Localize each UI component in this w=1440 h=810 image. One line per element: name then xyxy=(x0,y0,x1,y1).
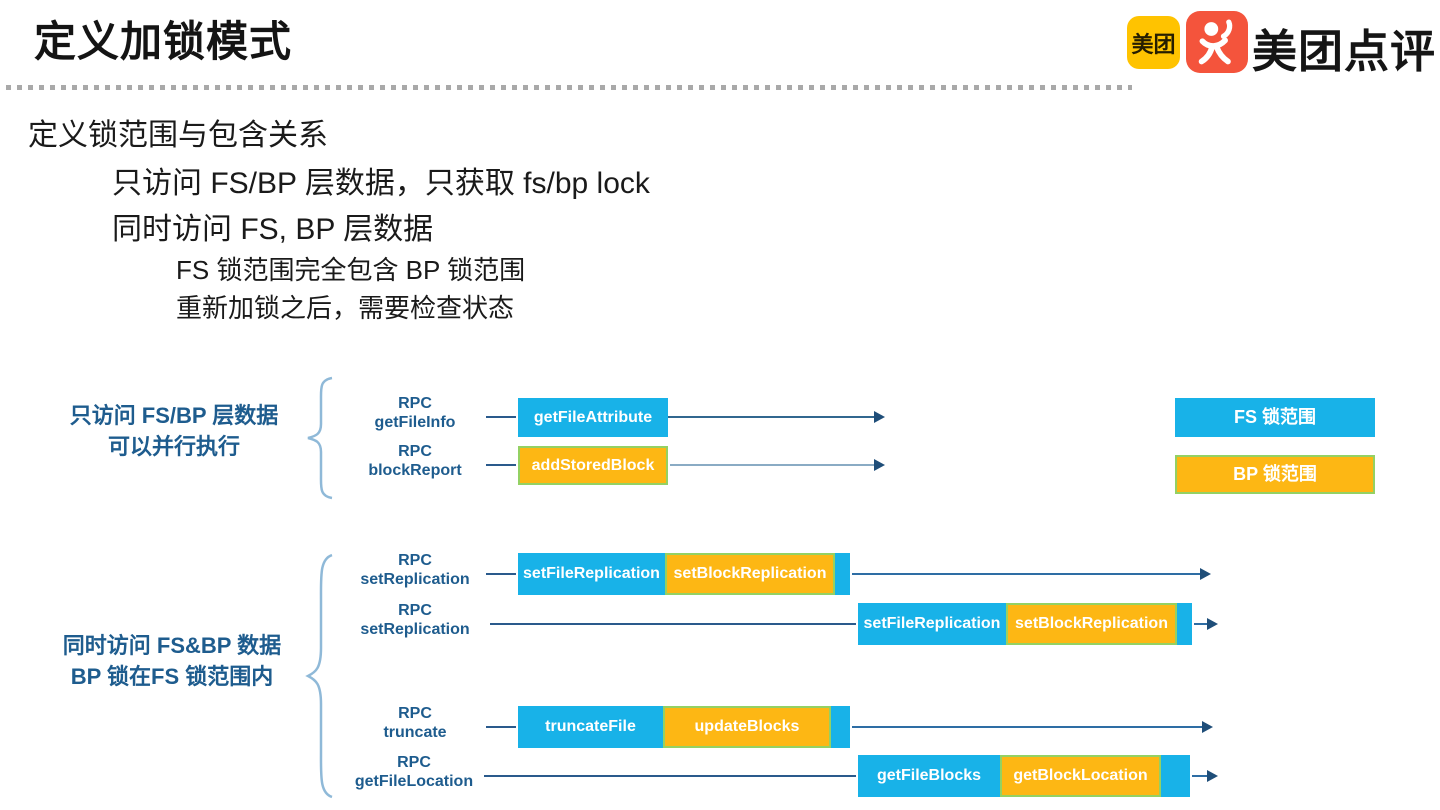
meituan-app-icon: 美团 xyxy=(1127,16,1180,69)
bp-lock-segment: updateBlocks xyxy=(663,706,831,748)
rpc-label-setreplication-1: RPC setReplication xyxy=(350,551,480,589)
bp-lock-segment: setBlockReplication xyxy=(1006,603,1177,645)
group1-label: 只访问 FS/BP 层数据 可以并行执行 xyxy=(58,400,290,462)
timeline-arrow xyxy=(852,568,1211,580)
legend-fs-lock-scope: FS 锁范围 xyxy=(1175,398,1375,437)
rpc-line1: RPC xyxy=(398,443,432,460)
timeline-arrow xyxy=(1194,618,1218,630)
bullet-line-3: 同时访问 FS, BP 层数据 xyxy=(112,213,434,246)
timeline-arrow xyxy=(852,721,1213,733)
rpc-line2: truncate xyxy=(383,724,447,741)
fs-lock-box-getfileattribute: getFileAttribute xyxy=(518,398,668,437)
connector-line xyxy=(484,775,856,777)
rpc-label-setreplication-2: RPC setReplication xyxy=(350,601,480,639)
meituan-badge-label: 美团 xyxy=(1131,31,1176,57)
bullet-line-5: 重新加锁之后，需要检查状态 xyxy=(176,293,515,323)
connector-line xyxy=(486,464,516,466)
rpc-label-getfilelocation: RPC getFileLocation xyxy=(346,753,482,791)
fs-lock-segment: truncateFile xyxy=(545,718,636,735)
rpc-line1: RPC xyxy=(398,705,432,722)
rpc-line2: getFileLocation xyxy=(354,773,474,790)
bp-lock-segment: setBlockReplication xyxy=(665,553,835,595)
rpc-label-getfileinfo: RPC getFileInfo xyxy=(350,394,480,432)
fs-lock-segment: setFileReplication xyxy=(523,565,660,582)
rpc-line1: RPC xyxy=(398,602,432,619)
rpc-line2: getFileInfo xyxy=(374,414,456,431)
rpc-line1: RPC xyxy=(397,754,431,771)
combo-lock-box-setreplication-1: setFileReplication setBlockReplication xyxy=(518,553,850,595)
combo-lock-box-truncate: truncateFile updateBlocks xyxy=(518,706,850,748)
connector-line xyxy=(486,726,516,728)
fs-lock-segment: getFileBlocks xyxy=(876,767,982,784)
rpc-line2: setReplication xyxy=(360,571,470,588)
connector-line xyxy=(486,416,516,418)
brace-group1 xyxy=(300,376,336,500)
rpc-label-blockreport: RPC blockReport xyxy=(350,442,480,480)
bp-lock-box-addstoredblock: addStoredBlock xyxy=(518,446,668,485)
brand-logotype: 美团点评 xyxy=(1252,26,1437,77)
bullet-line-2: 只访问 FS/BP 层数据，只获取 fs/bp lock xyxy=(112,167,650,200)
group2-label: 同时访问 FS&BP 数据 BP 锁在FS 锁范围内 xyxy=(52,630,292,692)
group1-label-line2: 可以并行执行 xyxy=(107,434,240,459)
group2-label-line1: 同时访问 FS&BP 数据 xyxy=(62,633,282,658)
timeline-arrow xyxy=(668,411,885,423)
page-title: 定义加锁模式 xyxy=(34,18,293,65)
brace-group2 xyxy=(300,551,336,801)
group1-label-line1: 只访问 FS/BP 层数据 xyxy=(69,403,279,428)
group2-label-line2: BP 锁在FS 锁范围内 xyxy=(70,664,274,689)
combo-lock-box-getfilelocation: getFileBlocks getBlockLocation xyxy=(858,755,1190,797)
bp-lock-segment: getBlockLocation xyxy=(1000,755,1161,797)
fs-lock-segment: setFileReplication xyxy=(863,615,1001,632)
bullet-line-1: 定义锁范围与包含关系 xyxy=(28,119,328,152)
combo-lock-box-setreplication-2: setFileReplication setBlockReplication xyxy=(858,603,1192,645)
dianping-figure-icon xyxy=(1186,11,1248,73)
dotted-divider xyxy=(6,85,1132,90)
legend-bp-lock-scope: BP 锁范围 xyxy=(1175,455,1375,494)
bullet-line-4: FS 锁范围完全包含 BP 锁范围 xyxy=(176,255,526,285)
rpc-line2: setReplication xyxy=(360,621,470,638)
timeline-arrow xyxy=(670,459,885,471)
timeline-arrow xyxy=(1192,770,1218,782)
rpc-line2: blockReport xyxy=(368,462,462,479)
connector-line xyxy=(486,573,516,575)
connector-line xyxy=(490,623,856,625)
rpc-label-truncate: RPC truncate xyxy=(350,704,480,742)
rpc-line1: RPC xyxy=(398,395,432,412)
rpc-line1: RPC xyxy=(398,552,432,569)
